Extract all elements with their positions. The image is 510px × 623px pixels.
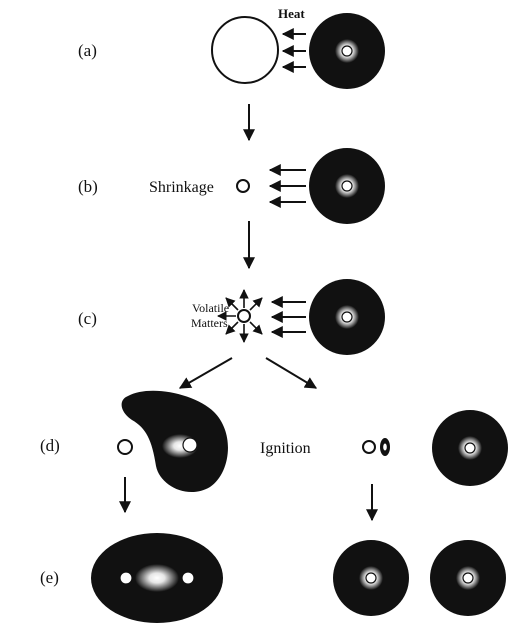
flame-e-left (333, 540, 409, 616)
flame-d-right (432, 410, 508, 486)
ignition-label: Ignition (260, 440, 311, 457)
heat-label: Heat (278, 6, 305, 21)
shrinkage-label: Shrinkage (149, 179, 214, 196)
particle-d-left (117, 439, 133, 455)
volatile-release-arrows (217, 289, 263, 343)
flame-e-right (430, 540, 506, 616)
step-c-label: (c) (78, 309, 97, 328)
matters-label: Matters (191, 316, 228, 330)
flame-c (309, 279, 385, 355)
step-b-label: (b) (78, 177, 98, 196)
heat-arrows-a (281, 28, 306, 73)
step-a-label: (a) (78, 41, 97, 60)
merged-flame-e (91, 533, 223, 623)
devolatilizing-particle (237, 309, 251, 323)
heat-arrows-b (268, 164, 306, 208)
ignited-particle-d (380, 438, 390, 456)
merged-flame-d (121, 390, 228, 493)
step-d-label: (d) (40, 436, 60, 455)
shrunk-particle (236, 179, 250, 193)
flame-b (309, 148, 385, 224)
arrow-c-to-d-right (265, 357, 318, 389)
volatile-label: Volatile (192, 301, 229, 315)
step-e-label: (e) (40, 568, 59, 587)
arrow-c-to-d-left (178, 357, 233, 389)
heat-arrows-c (270, 296, 306, 338)
large-particle (211, 16, 279, 84)
particle-d-right (362, 440, 376, 454)
flame-a (309, 13, 385, 89)
